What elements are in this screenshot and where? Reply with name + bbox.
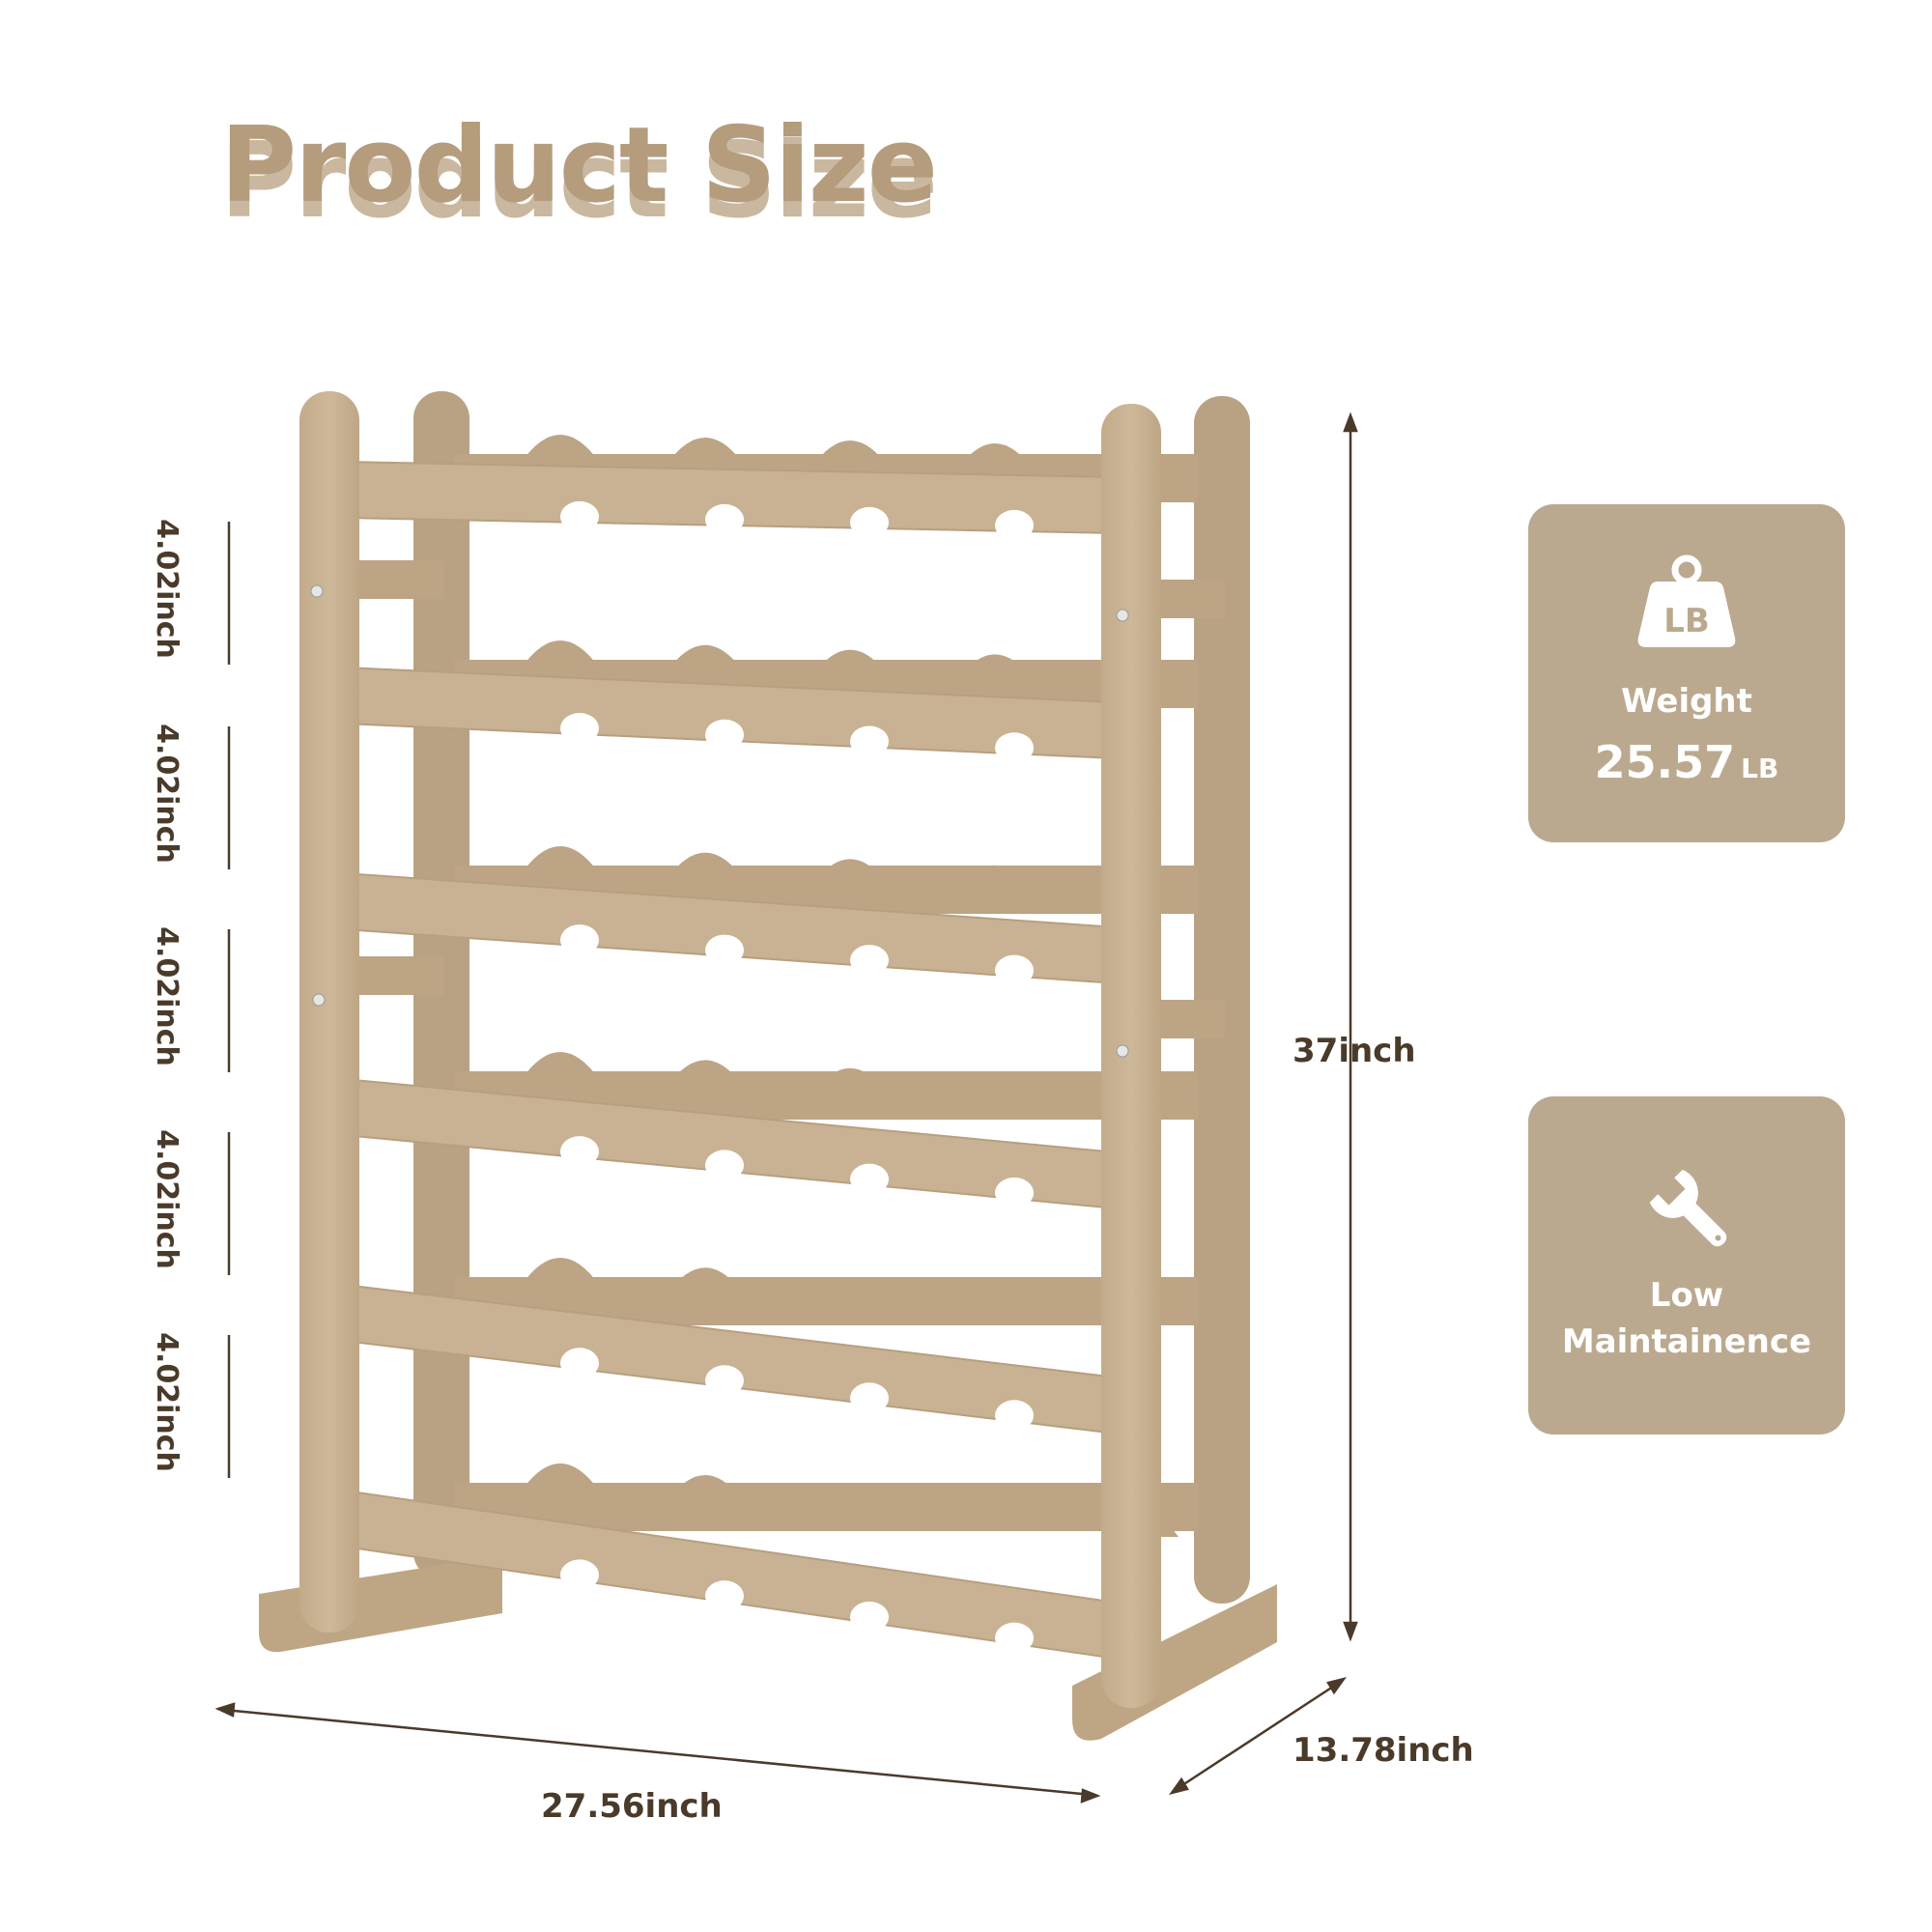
bottle-notch	[560, 500, 599, 532]
bottle-notch	[705, 1365, 744, 1397]
weight-unit: LB	[1741, 753, 1779, 784]
bottle-cradle	[956, 443, 1034, 470]
depth-dimension-label: 13.78inch	[1293, 1731, 1474, 1770]
bottle-notch	[995, 1622, 1034, 1654]
bottle-cradle	[667, 1267, 744, 1295]
page-title: Product Size	[220, 105, 938, 226]
bottle-cradle	[811, 440, 889, 468]
bottle-notch	[995, 732, 1034, 764]
bottle-notch	[850, 1601, 889, 1633]
bottle-notch	[850, 945, 889, 977]
height-dimension-label: 37inch	[1293, 1032, 1416, 1070]
left-upper-crossbar	[357, 560, 444, 599]
bottle-notch	[560, 712, 599, 744]
maintenance-label-line2: Maintainence	[1561, 1322, 1812, 1361]
bottle-notch	[850, 506, 889, 538]
left-foot	[259, 1555, 502, 1653]
bottle-cradle	[522, 435, 599, 462]
shelf-gap-label-2: 4.02inch	[149, 724, 184, 864]
bottle-cradle	[522, 1463, 599, 1491]
bottle-cradle	[956, 1076, 1034, 1104]
right-upper-crossbar	[1159, 580, 1225, 618]
bottle-notch	[995, 954, 1034, 986]
bottle-notch	[850, 1382, 889, 1414]
bottle-notch	[705, 934, 744, 966]
bottle-cradle	[667, 438, 744, 465]
bottle-cradle	[956, 865, 1034, 893]
right-lower-crossbar	[1159, 1000, 1225, 1038]
shelf-gap-label-5: 4.02inch	[149, 1332, 184, 1472]
bottle-cradle	[667, 852, 744, 880]
shelf-gap-label-3: 4.02inch	[149, 926, 184, 1066]
weight-label: Weight	[1621, 682, 1752, 721]
bottle-cradle	[667, 644, 744, 672]
bottle-notch	[705, 1150, 744, 1181]
weight-lb-icon: LB	[1637, 554, 1736, 647]
bottle-cradle	[522, 640, 599, 668]
left-lower-crossbar	[357, 956, 444, 995]
bottle-notch	[560, 1559, 599, 1591]
bottle-notch	[560, 1348, 599, 1379]
bottle-notch	[705, 1580, 744, 1612]
bottle-cradle	[667, 1060, 744, 1088]
width-dimension-label: 27.56inch	[541, 1787, 723, 1826]
bottle-cradle	[956, 654, 1034, 682]
bottle-cradle	[667, 1475, 744, 1502]
maintenance-card: Low Maintainence	[1528, 1096, 1845, 1435]
front-left-post	[299, 391, 359, 1633]
bottle-cradle	[522, 846, 599, 873]
bottle-cradle	[811, 1277, 889, 1305]
bottle-notch	[705, 719, 744, 751]
bottle-notch	[560, 924, 599, 956]
bottle-notch	[995, 1400, 1034, 1432]
bottle-cradle	[811, 859, 889, 887]
bottle-notch	[850, 1163, 889, 1195]
bottle-notch	[995, 1177, 1034, 1208]
bottle-cradle	[522, 1052, 599, 1079]
bottle-notch	[995, 509, 1034, 541]
bottle-cradle	[956, 1287, 1034, 1315]
bottle-cradle	[811, 1067, 889, 1095]
front-right-post	[1101, 404, 1161, 1708]
bottle-notch	[705, 503, 744, 535]
shelf-gap-label-4: 4.02inch	[149, 1129, 184, 1269]
bottle-notch	[560, 1136, 599, 1168]
shelf-gap-label-1: 4.02inch	[149, 519, 184, 659]
bottle-cradle	[811, 649, 889, 677]
maintenance-label-line1: Low	[1649, 1276, 1724, 1315]
wrench-icon	[1649, 1169, 1727, 1247]
bottle-cradle	[811, 1487, 889, 1514]
bottle-cradle	[522, 1258, 599, 1285]
bottle-notch	[850, 725, 889, 757]
svg-text:LB: LB	[1663, 602, 1710, 640]
bottle-cradle	[956, 1498, 1034, 1525]
